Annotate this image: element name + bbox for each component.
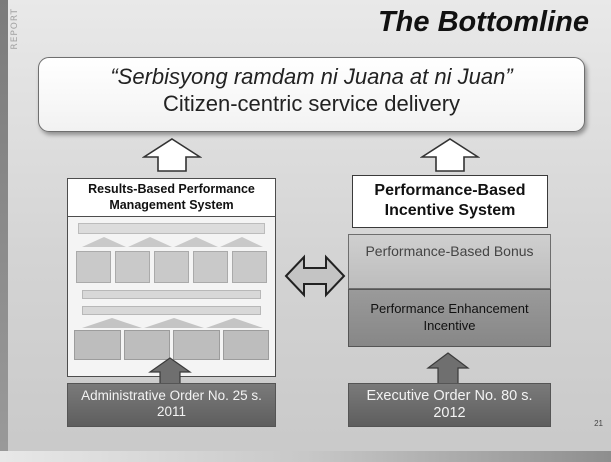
up-arrow-icon bbox=[420, 138, 480, 172]
motto-quote: “Serbisyong ramdam ni Juana at ni Juan” bbox=[110, 64, 513, 89]
diagram-cell bbox=[123, 330, 170, 360]
diagram-cell bbox=[232, 251, 267, 283]
executive-order-text: Executive Order No. 80 s. 2012 bbox=[366, 388, 533, 421]
diagram-row-1 bbox=[76, 251, 267, 283]
rbpms-framework-diagram bbox=[67, 217, 276, 377]
diagram-cell bbox=[154, 251, 189, 283]
diagram-bar bbox=[82, 290, 261, 299]
side-bar bbox=[0, 0, 8, 462]
diagram-cell bbox=[222, 330, 269, 360]
slide-title: The Bottomline bbox=[377, 6, 589, 38]
executive-order-box: Executive Order No. 80 s. 2012 bbox=[348, 383, 551, 427]
footer-strip bbox=[0, 451, 611, 462]
up-arrow-icon bbox=[426, 352, 470, 386]
administrative-order-text: Administrative Order No. 25 s. 2011 bbox=[81, 388, 262, 419]
diagram-bar bbox=[82, 306, 261, 315]
pbb-box: Performance-Based Bonus bbox=[348, 234, 551, 289]
diagram-cell bbox=[173, 330, 220, 360]
diagram-cell bbox=[193, 251, 228, 283]
diagram-cell bbox=[76, 251, 111, 283]
diagram-cell bbox=[115, 251, 150, 283]
diagram-arrow-row bbox=[82, 237, 263, 247]
up-arrow-icon bbox=[142, 138, 202, 172]
administrative-order-box: Administrative Order No. 25 s. 2011 bbox=[67, 383, 276, 427]
diagram-top-bar bbox=[78, 223, 265, 234]
diagram-cell bbox=[74, 330, 121, 360]
pbis-header: Performance-Based Incentive System bbox=[352, 175, 548, 228]
double-arrow-icon bbox=[284, 254, 346, 298]
pei-box: Performance Enhancement Incentive bbox=[348, 289, 551, 347]
motto-subtitle: Citizen-centric service delivery bbox=[162, 91, 461, 116]
side-label: REPORT bbox=[10, 8, 20, 50]
diagram-row-2 bbox=[74, 330, 269, 360]
diagram-arrow-row bbox=[82, 318, 263, 328]
page-number: 21 bbox=[594, 419, 603, 428]
rbpms-header: Results-Based Performance Management Sys… bbox=[67, 178, 276, 217]
motto-box: “Serbisyong ramdam ni Juana at ni Juan” … bbox=[38, 57, 585, 132]
